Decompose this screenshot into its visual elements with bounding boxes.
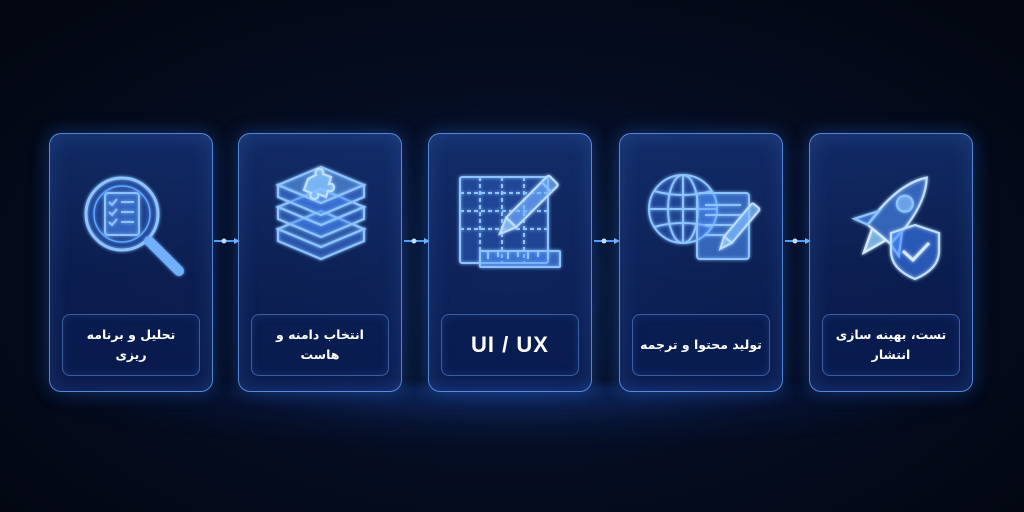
step-label-box-3: UI / UX: [441, 314, 579, 376]
floor-glow: [40, 385, 984, 445]
arrow-connector-3: [594, 238, 620, 244]
arrow-connector-1: [214, 238, 240, 244]
step-card-3: UI / UX: [428, 133, 592, 392]
step-card-4: تولید محتوا و ترجمه: [619, 133, 783, 392]
arrow-connector-2: [404, 238, 430, 244]
arrow-right-icon: [594, 238, 620, 244]
step-card-5: تست، بهینه سازی انتشار: [809, 133, 973, 392]
wireframe-pencil-icon: [429, 144, 593, 304]
step-label-box-2: انتخاب دامنه و هاست: [251, 314, 389, 376]
step-label-box-4: تولید محتوا و ترجمه: [632, 314, 770, 376]
step-card-1: تحلیل و برنامه ریزی: [49, 133, 213, 392]
arrow-right-icon: [404, 238, 430, 244]
magnifier-checklist-icon: [50, 144, 214, 304]
step-card-2: انتخاب دامنه و هاست: [238, 133, 402, 392]
globe-document-pencil-icon: [620, 144, 784, 304]
step-label-5: تست، بهینه سازی انتشار: [835, 327, 947, 362]
puzzle-layers-icon: [239, 144, 403, 304]
step-label-box-1: تحلیل و برنامه ریزی: [62, 314, 200, 376]
arrow-right-icon: [214, 238, 240, 244]
arrow-connector-4: [785, 238, 811, 244]
step-label-2: انتخاب دامنه و هاست: [276, 327, 364, 362]
arrow-right-icon: [785, 238, 811, 244]
step-label-3: UI / UX: [471, 332, 549, 357]
step-label-box-5: تست، بهینه سازی انتشار: [822, 314, 960, 376]
rocket-shield-icon: [810, 144, 974, 304]
step-label-1: تحلیل و برنامه ریزی: [86, 327, 176, 362]
step-label-4: تولید محتوا و ترجمه: [640, 337, 762, 352]
